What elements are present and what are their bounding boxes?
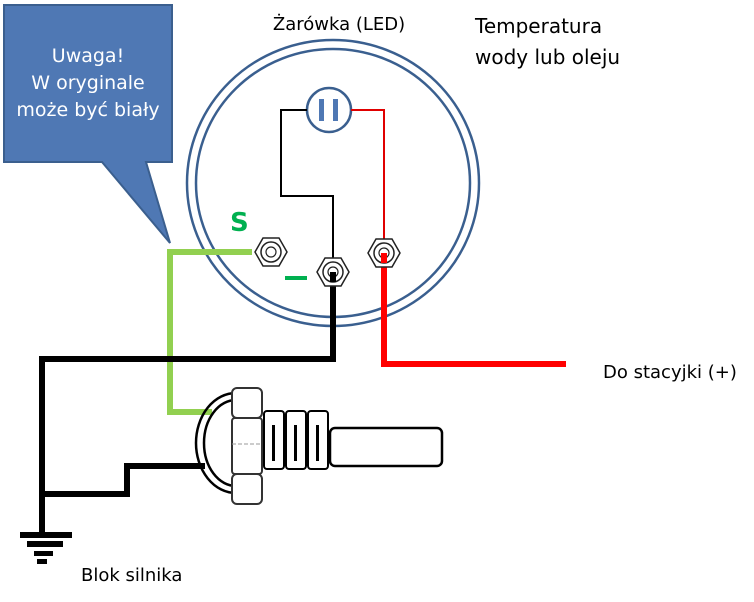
ignition-label: Do stacyjki (+): [603, 362, 737, 383]
callout-line-2: W oryginale: [31, 72, 145, 94]
callout: Uwaga! W oryginale może być biały: [3, 4, 173, 244]
ground-wire: [39, 278, 336, 535]
lamp-ground-wire: [280, 109, 334, 262]
power-wire-entry: [381, 253, 387, 263]
callout-line-1: Uwaga!: [52, 45, 124, 67]
ground-wire-entry: [330, 272, 336, 282]
lamp-power-wire: [351, 109, 385, 243]
temperature-sender-icon: [194, 387, 444, 505]
callout-bubble: [3, 4, 173, 244]
signal-wire: [167, 249, 252, 415]
ground-terminal-label: [285, 276, 307, 280]
signal-terminal-nut: [254, 237, 288, 267]
title-line-1: Temperatura: [474, 14, 602, 38]
lamp-label: Żarówka (LED): [273, 14, 405, 35]
sender-ground-wire: [42, 463, 205, 497]
callout-line-3: może być biały: [16, 99, 159, 121]
engine-block-label: Blok silnika: [81, 565, 182, 586]
power-wire: [381, 250, 566, 367]
signal-terminal-label: S: [230, 208, 249, 238]
ground-symbol-icon: [20, 532, 72, 564]
lamp-icon: [305, 86, 353, 134]
title-line-2: wody lub oleju: [475, 45, 620, 69]
